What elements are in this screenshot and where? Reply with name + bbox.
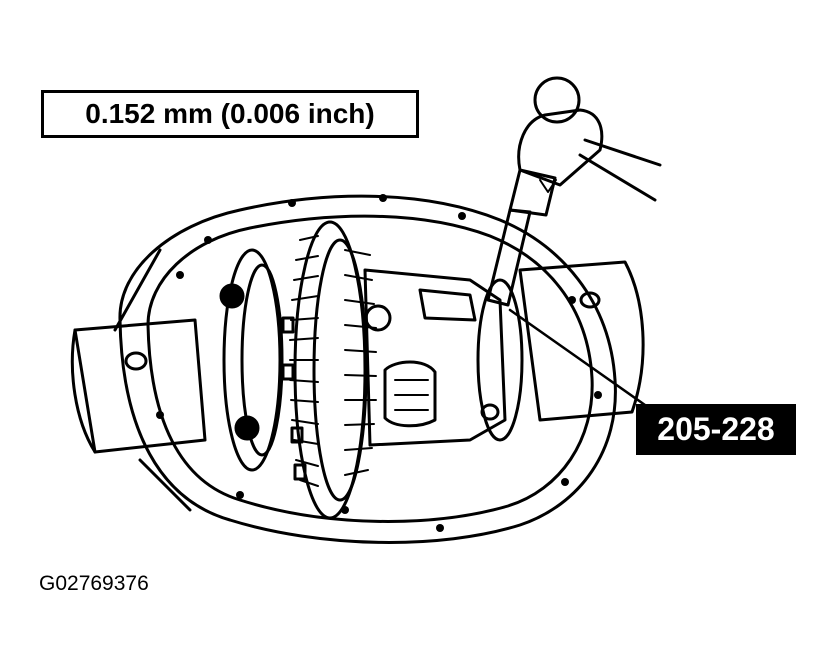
left-axle-tube [73, 318, 207, 454]
housing-flange-inner [146, 214, 594, 523]
tool-leader-line [508, 308, 647, 407]
tool-number-label: 205-228 [636, 404, 796, 455]
housing-flange-outer [118, 194, 617, 544]
ring-gear-inner [312, 238, 368, 502]
dial-indicator-ball [533, 76, 581, 124]
ring-gear-teeth [289, 235, 377, 487]
right-bearing [476, 278, 524, 442]
figure-id: G02769376 [39, 572, 149, 595]
right-tube-hole [579, 291, 601, 309]
dial-indicator-body [517, 108, 604, 187]
backlash-spec-label: 0.152 mm (0.006 inch) [41, 90, 419, 138]
case-hole [364, 304, 392, 332]
dial-indicator-handle [578, 138, 662, 202]
flange-bolts [156, 194, 602, 532]
left-tube-hole [124, 351, 148, 371]
right-axle-tube [518, 260, 645, 422]
differential-case [363, 268, 507, 447]
left-bearing [222, 248, 282, 472]
